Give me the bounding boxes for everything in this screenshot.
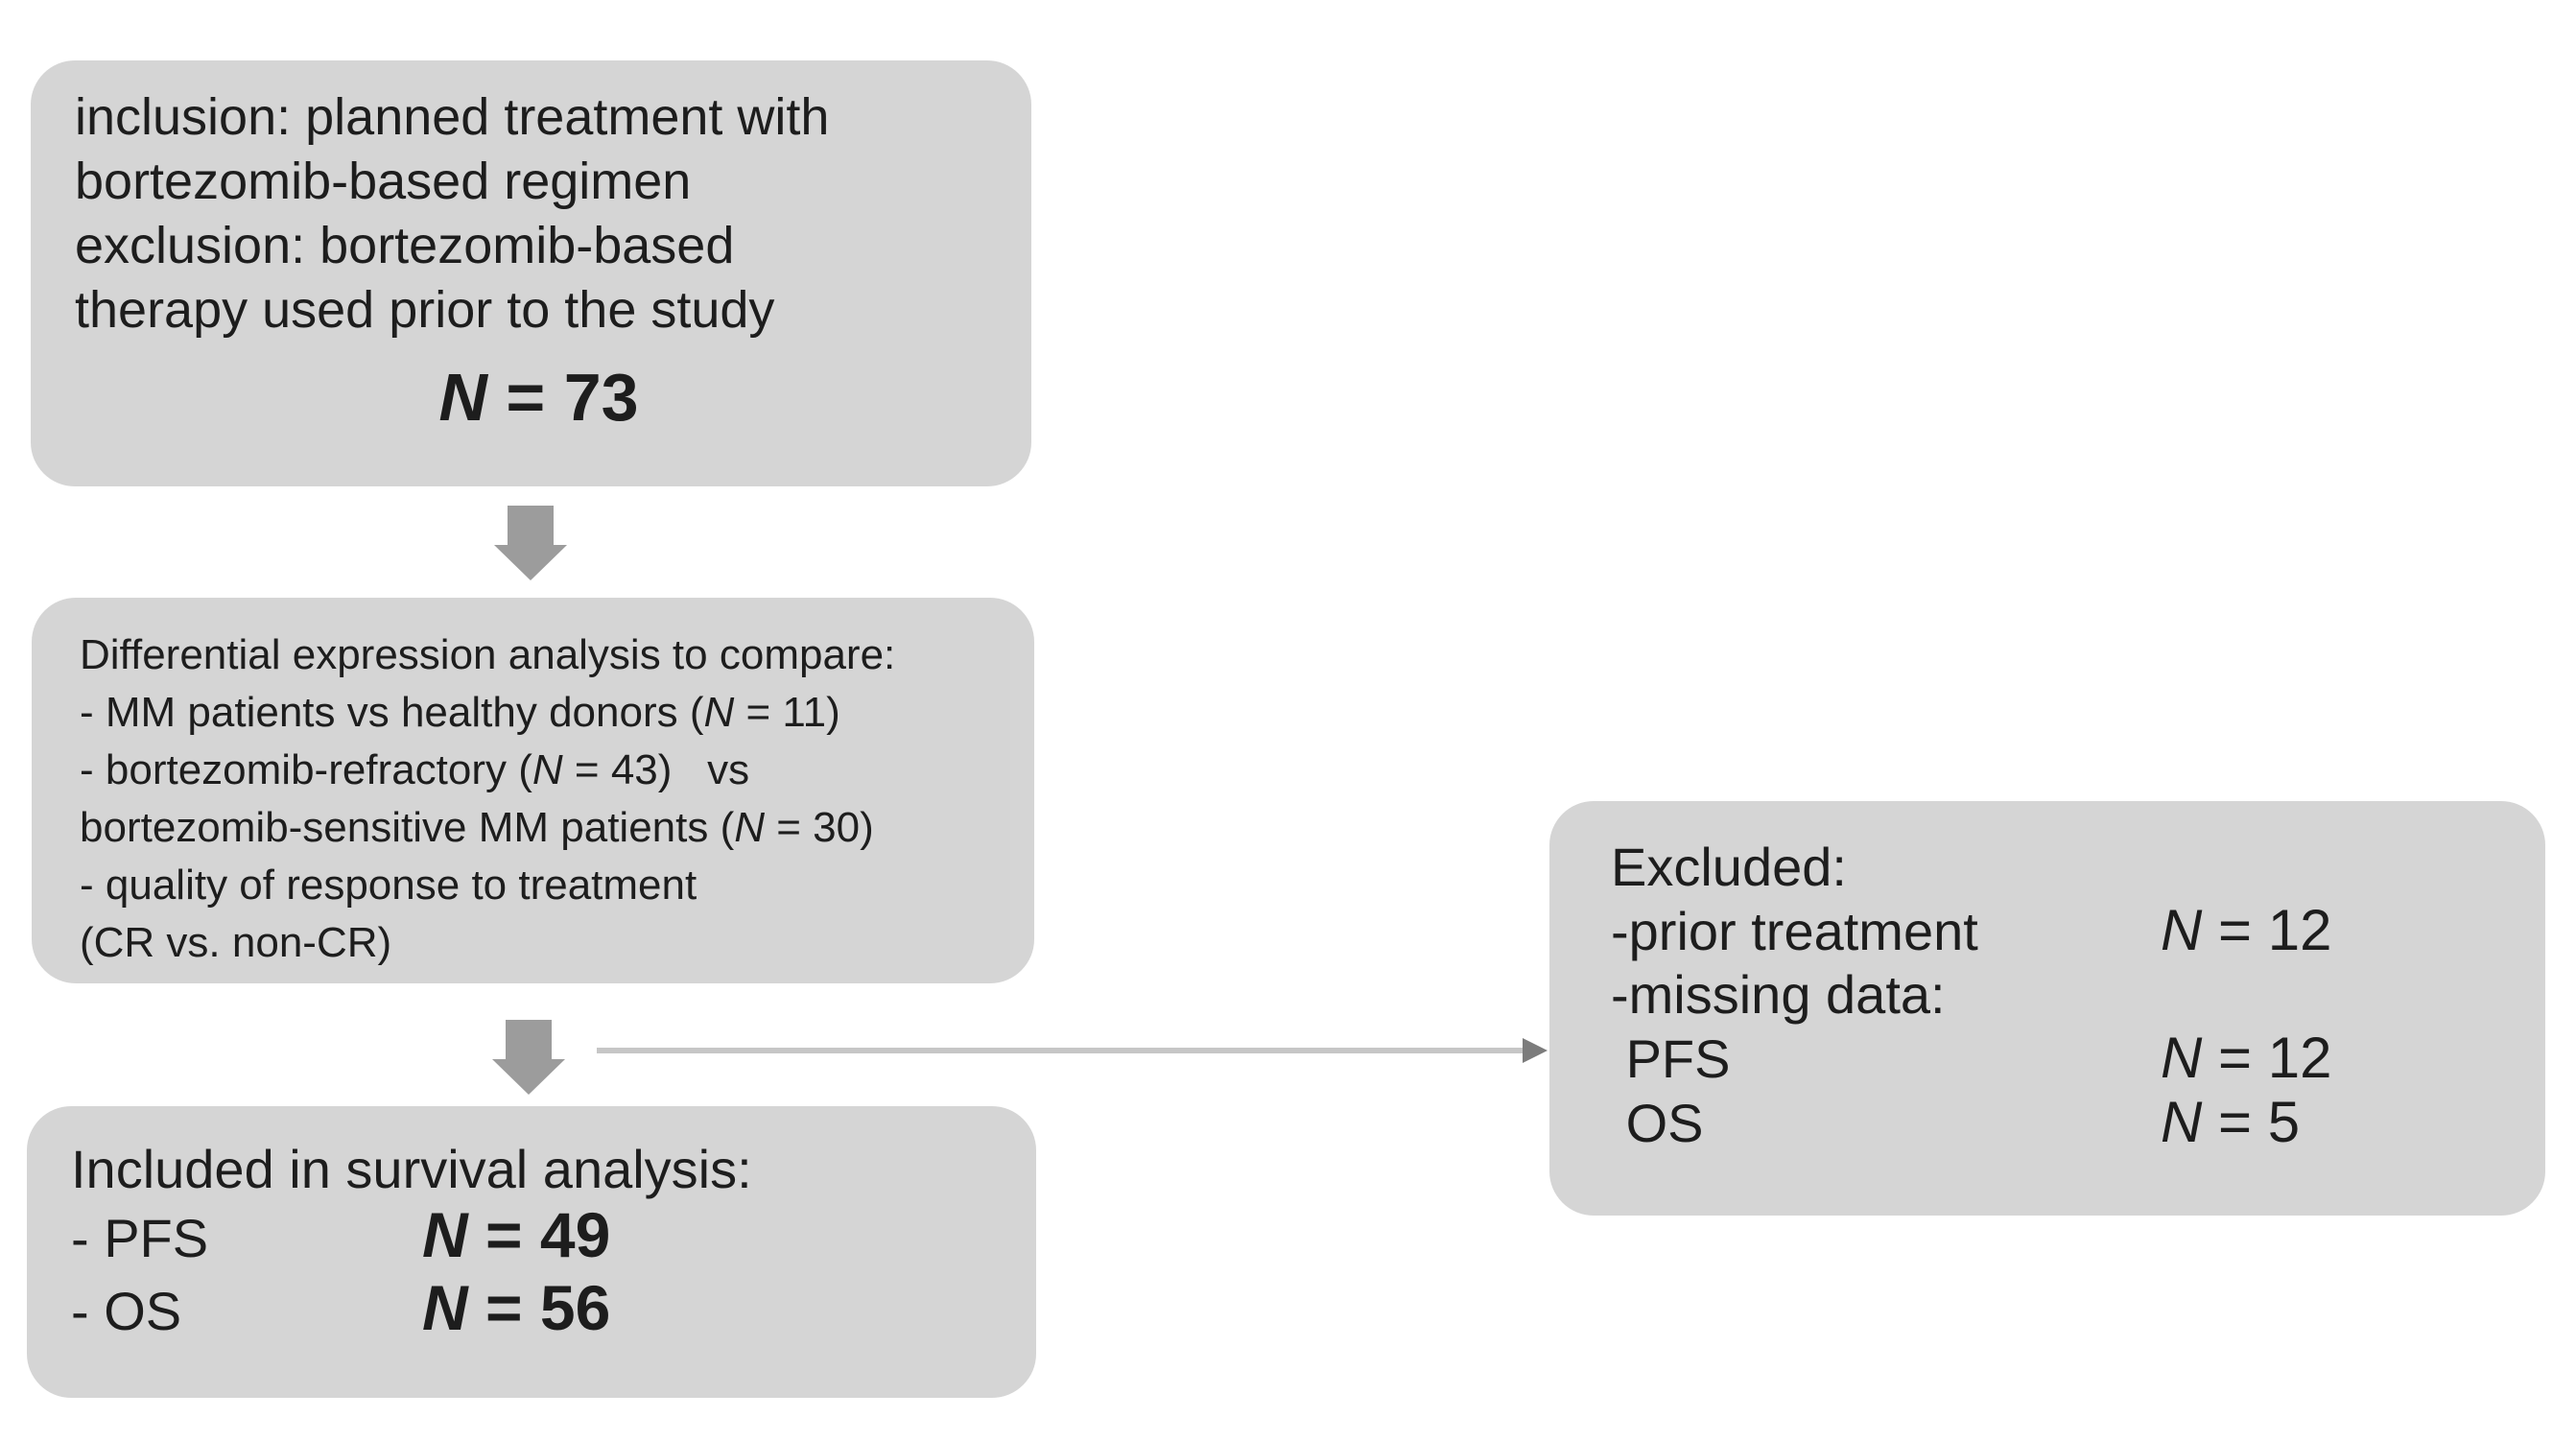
right-arrow-line [597,1048,1523,1053]
n-symbol: N [2161,898,2203,962]
row-label: -prior treatment [1611,901,1978,961]
row-label: PFS [1611,1028,1731,1089]
excluded-title-row: Excluded: [1611,836,2522,899]
down-arrow-icon [494,506,567,580]
row-label: -missing data: [1611,964,1946,1025]
inclusion-exclusion-box: inclusion: planned treatment with bortez… [31,60,1031,486]
row-n-value: N = 12 [2161,899,2331,962]
right-arrow-icon [597,1038,1548,1063]
excluded-box: Excluded: -prior treatment N = 12 -missi… [1549,801,2545,1216]
n-symbol: N [532,746,563,793]
n-symbol: N [734,804,766,851]
survival-analysis-box: Included in survival analysis: - PFS N =… [27,1106,1036,1398]
line-text: = 43) vs [562,746,750,793]
n-symbol: N [2161,1026,2203,1090]
line-text: = 11) [734,689,840,736]
down-arrow-shaft [508,506,554,545]
line-text: bortezomib-sensitive MM patients ( [80,804,735,851]
down-arrow-shaft [506,1020,552,1059]
row-n-value: N = 56 [422,1273,610,1342]
n-symbol: N [2161,1090,2203,1154]
row-n-value: N = 12 [2161,1027,2331,1090]
n-symbol: N [703,689,735,736]
line-text: - quality of response to treatment [80,862,697,909]
inclusion-text-line: exclusion: bortezomib-based [75,217,735,274]
inclusion-text-line: inclusion: planned treatment with [75,88,830,146]
n-symbol: N [422,1272,468,1343]
analysis-text-line: - bortezomib-refractory (N = 43) vs [80,742,1011,799]
n-equals-value: = 49 [467,1199,611,1270]
n-equals-value: = 73 [486,360,639,435]
analysis-text-line: - MM patients vs healthy donors (N = 11) [80,684,1011,742]
n-equals-value: = 5 [2202,1090,2301,1154]
line-text: (CR vs. non-CR) [80,919,392,966]
excluded-title: Excluded: [1611,837,1847,897]
excluded-row-os: OS N = 5 [1611,1091,2522,1155]
down-arrow-head [492,1059,565,1095]
excluded-row-pfs: PFS N = 12 [1611,1027,2522,1091]
survival-row-pfs: - PFS N = 49 [71,1200,1013,1273]
down-arrow-icon [492,1020,565,1095]
survival-title: Included in survival analysis: [71,1139,752,1199]
analysis-text-line: - quality of response to treatment [80,857,1011,914]
analysis-text-line: (CR vs. non-CR) [80,914,1011,972]
analysis-text-line: Differential expression analysis to comp… [80,626,1011,684]
n-symbol: N [438,360,487,435]
row-n-value: N = 5 [2161,1091,2300,1154]
excluded-row-prior-treatment: -prior treatment N = 12 [1611,899,2522,963]
excluded-row-missing-data: -missing data: [1611,963,2522,1027]
n-equals-value: = 12 [2202,898,2332,962]
line-text: = 30) [765,804,874,851]
n-symbol: N [422,1199,468,1270]
down-arrow-head [494,545,567,580]
analysis-text-line: bortezomib-sensitive MM patients (N = 30… [80,799,1011,857]
n-equals-value: = 12 [2202,1026,2332,1090]
right-arrow-head [1523,1038,1548,1063]
inclusion-text-line: therapy used prior to the study [75,281,775,339]
line-text: Differential expression analysis to comp… [80,631,896,678]
line-text: - bortezomib-refractory ( [80,746,532,793]
row-n-value: N = 49 [422,1200,610,1269]
survival-row-os: - OS N = 56 [71,1273,1013,1346]
total-n-value: N = 73 [75,358,1003,437]
row-label: - PFS [71,1208,209,1268]
row-label: OS [1611,1093,1704,1153]
row-label: - OS [71,1281,182,1341]
inclusion-text-line: bortezomib-based regimen [75,153,692,210]
n-equals-value: = 56 [467,1272,611,1343]
differential-expression-box: Differential expression analysis to comp… [32,598,1034,983]
line-text: - MM patients vs healthy donors ( [80,689,704,736]
